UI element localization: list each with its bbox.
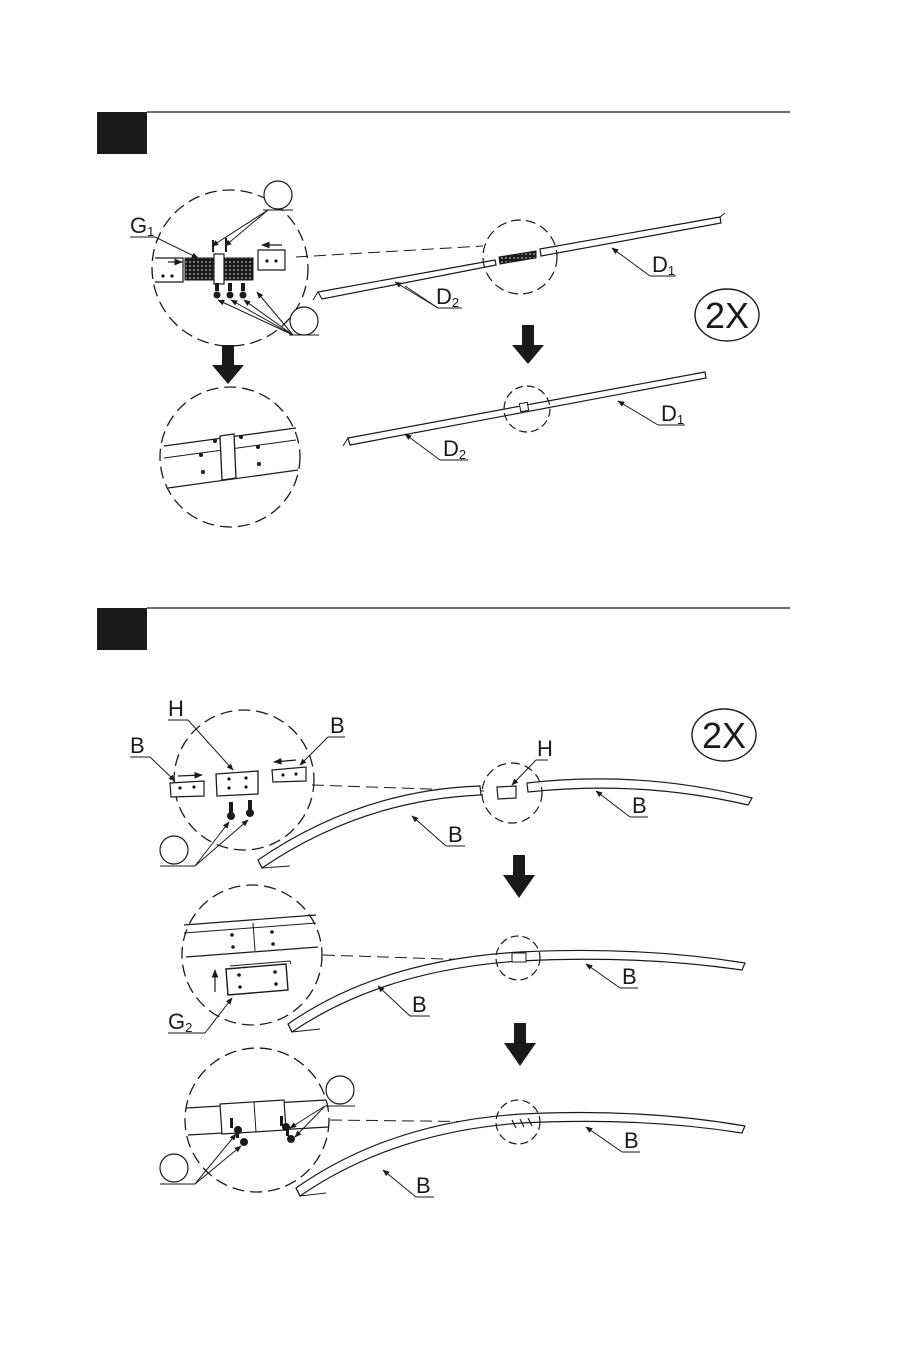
connector-g1-main (499, 251, 536, 264)
label-g2: G2 (168, 1009, 192, 1035)
step-2: 2X H B B (97, 608, 790, 1198)
connector-h-part (216, 771, 258, 796)
screw-callout-circle-c-right (326, 1076, 354, 1104)
step-1-number-box (97, 112, 147, 154)
connector-detail-circle: G1 (130, 181, 319, 346)
down-arrow-step2-b (504, 1023, 536, 1066)
arc-b-stage-1: H B B (258, 736, 752, 868)
label-d1: D1 (652, 252, 675, 278)
label-b-right-detail: B (330, 713, 345, 738)
label-b-arc3-right: B (624, 1128, 639, 1153)
plate-g2-part (226, 964, 288, 995)
label-h-main: H (537, 736, 553, 761)
label-b-arc3-left: B (416, 1173, 431, 1198)
arc-b-stage-3: B B (296, 1100, 745, 1198)
connector-h-main (497, 786, 516, 799)
label-b-arc1-left: B (448, 822, 463, 847)
arc-b-joined-3 (296, 1113, 745, 1197)
screw-callout-circle-c-left (160, 1154, 188, 1182)
screw-callout-circle-top (264, 181, 292, 209)
plate-g2-detail-circle: G2 (168, 885, 322, 1035)
down-arrow-left (212, 345, 244, 384)
label-b-left-detail: B (130, 733, 145, 758)
label-b-arc2-left: B (412, 992, 427, 1017)
quantity-badge-step-1: 2X (695, 289, 759, 341)
bars-d1-d2-separated: D2 D1 (313, 213, 725, 310)
label-g1: G1 (130, 213, 154, 239)
label-d2-joined: D2 (443, 436, 466, 462)
quantity-badge-step-2: 2X (692, 709, 756, 761)
down-arrow-right (512, 325, 544, 364)
bar-d2 (318, 260, 496, 299)
screw-callout-circle-h (160, 836, 188, 864)
down-arrow-step2-a (503, 855, 535, 898)
svg-text:2X: 2X (705, 295, 749, 336)
svg-text:2X: 2X (702, 715, 746, 756)
screw-callout-circle-bottom (290, 307, 318, 335)
label-h-detail: H (168, 696, 184, 721)
arc-b-stage-2: B B (288, 936, 745, 1032)
bar-d1 (540, 217, 721, 256)
label-b-arc2-right: B (622, 964, 637, 989)
connector-h-detail-circle: H B B (130, 696, 345, 866)
label-d1-joined: D1 (661, 401, 684, 427)
label-d2: D2 (436, 284, 459, 310)
step-2-number-box (97, 608, 147, 650)
arc-b-joined-2 (288, 950, 745, 1032)
bars-d1-d2-joined: D2 D1 (343, 372, 706, 462)
label-b-arc1-right: B (632, 793, 647, 818)
joined-detail-circle (160, 387, 300, 527)
step-1: G1 D2 D1 2X (97, 112, 790, 527)
